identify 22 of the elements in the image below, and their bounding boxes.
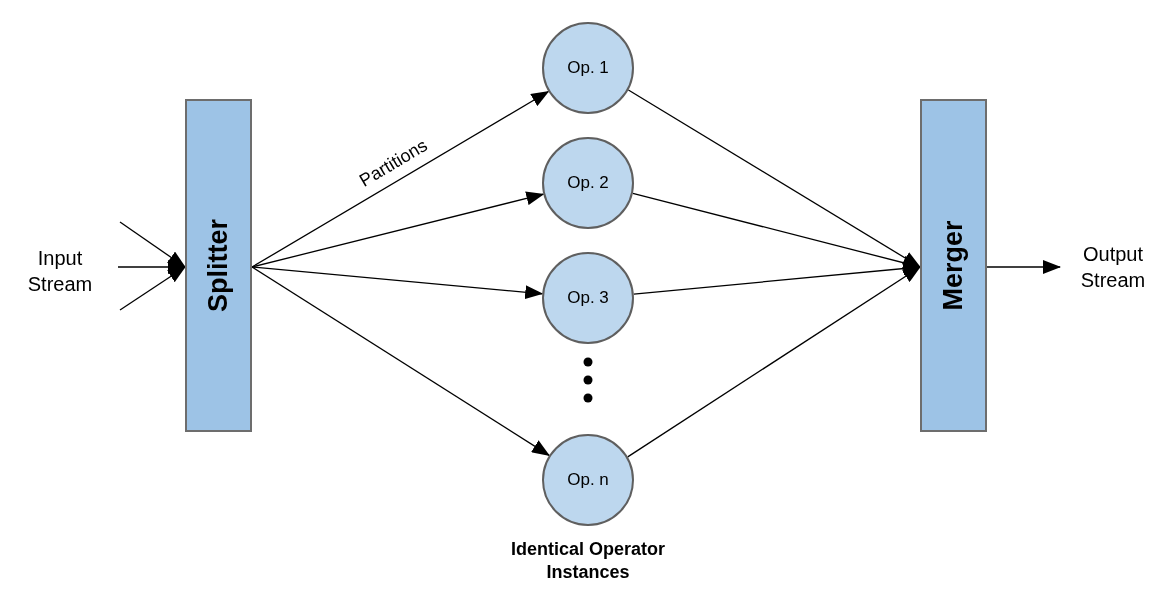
circle-label: Op. n — [567, 470, 609, 490]
arrow — [627, 266, 921, 458]
arrow — [251, 266, 544, 300]
arrow — [627, 89, 921, 268]
arrow — [119, 221, 186, 268]
arrow — [251, 191, 545, 268]
arrow — [251, 90, 550, 268]
arrow — [251, 266, 550, 456]
arrow — [986, 260, 1061, 274]
circle-label: Op. 1 — [567, 58, 609, 78]
bar-label: Merger — [938, 220, 969, 311]
bar-label: Splitter — [203, 219, 234, 312]
arrow — [117, 260, 186, 274]
circle-label: Op. 3 — [567, 288, 609, 308]
arrow — [633, 261, 921, 295]
circle-label: Op. 2 — [567, 173, 609, 193]
operator-bar — [185, 99, 252, 432]
stream-label: Output Stream — [1068, 241, 1158, 293]
caption: Identical Operator Instances — [509, 538, 666, 585]
stream-label: Input Stream — [26, 246, 94, 297]
operator-bar — [920, 99, 987, 432]
arrow — [119, 266, 186, 311]
